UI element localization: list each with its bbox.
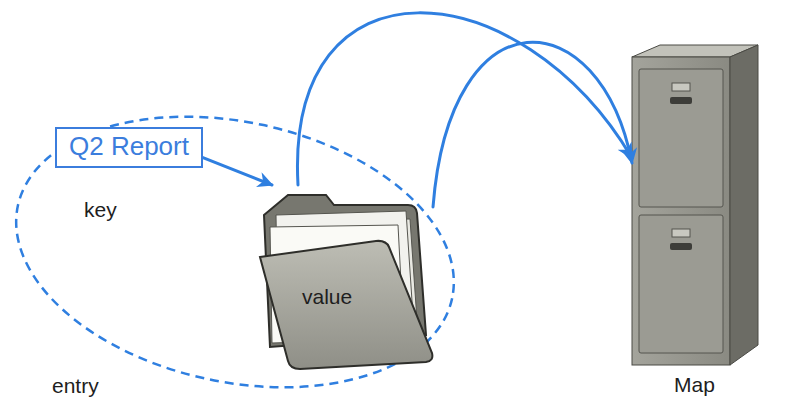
entry-region: entryQ2 Reportvalue: [10, 112, 460, 392]
node-label: value: [302, 285, 352, 309]
key-text: Q2 Report: [69, 132, 189, 162]
part-label: key: [84, 198, 117, 222]
folder-illustration: [258, 185, 438, 375]
node-label: Map: [632, 373, 757, 397]
filing-cabinet: [632, 45, 762, 370]
flow-arrow: [203, 158, 272, 185]
map-cabinet: Map: [632, 45, 757, 400]
node-label: entry: [52, 374, 99, 398]
flow-arrow: [297, 13, 632, 185]
value-folder: value: [258, 185, 433, 370]
flow-arrow: [433, 42, 632, 207]
key-tag: Q2 Report: [55, 127, 203, 168]
